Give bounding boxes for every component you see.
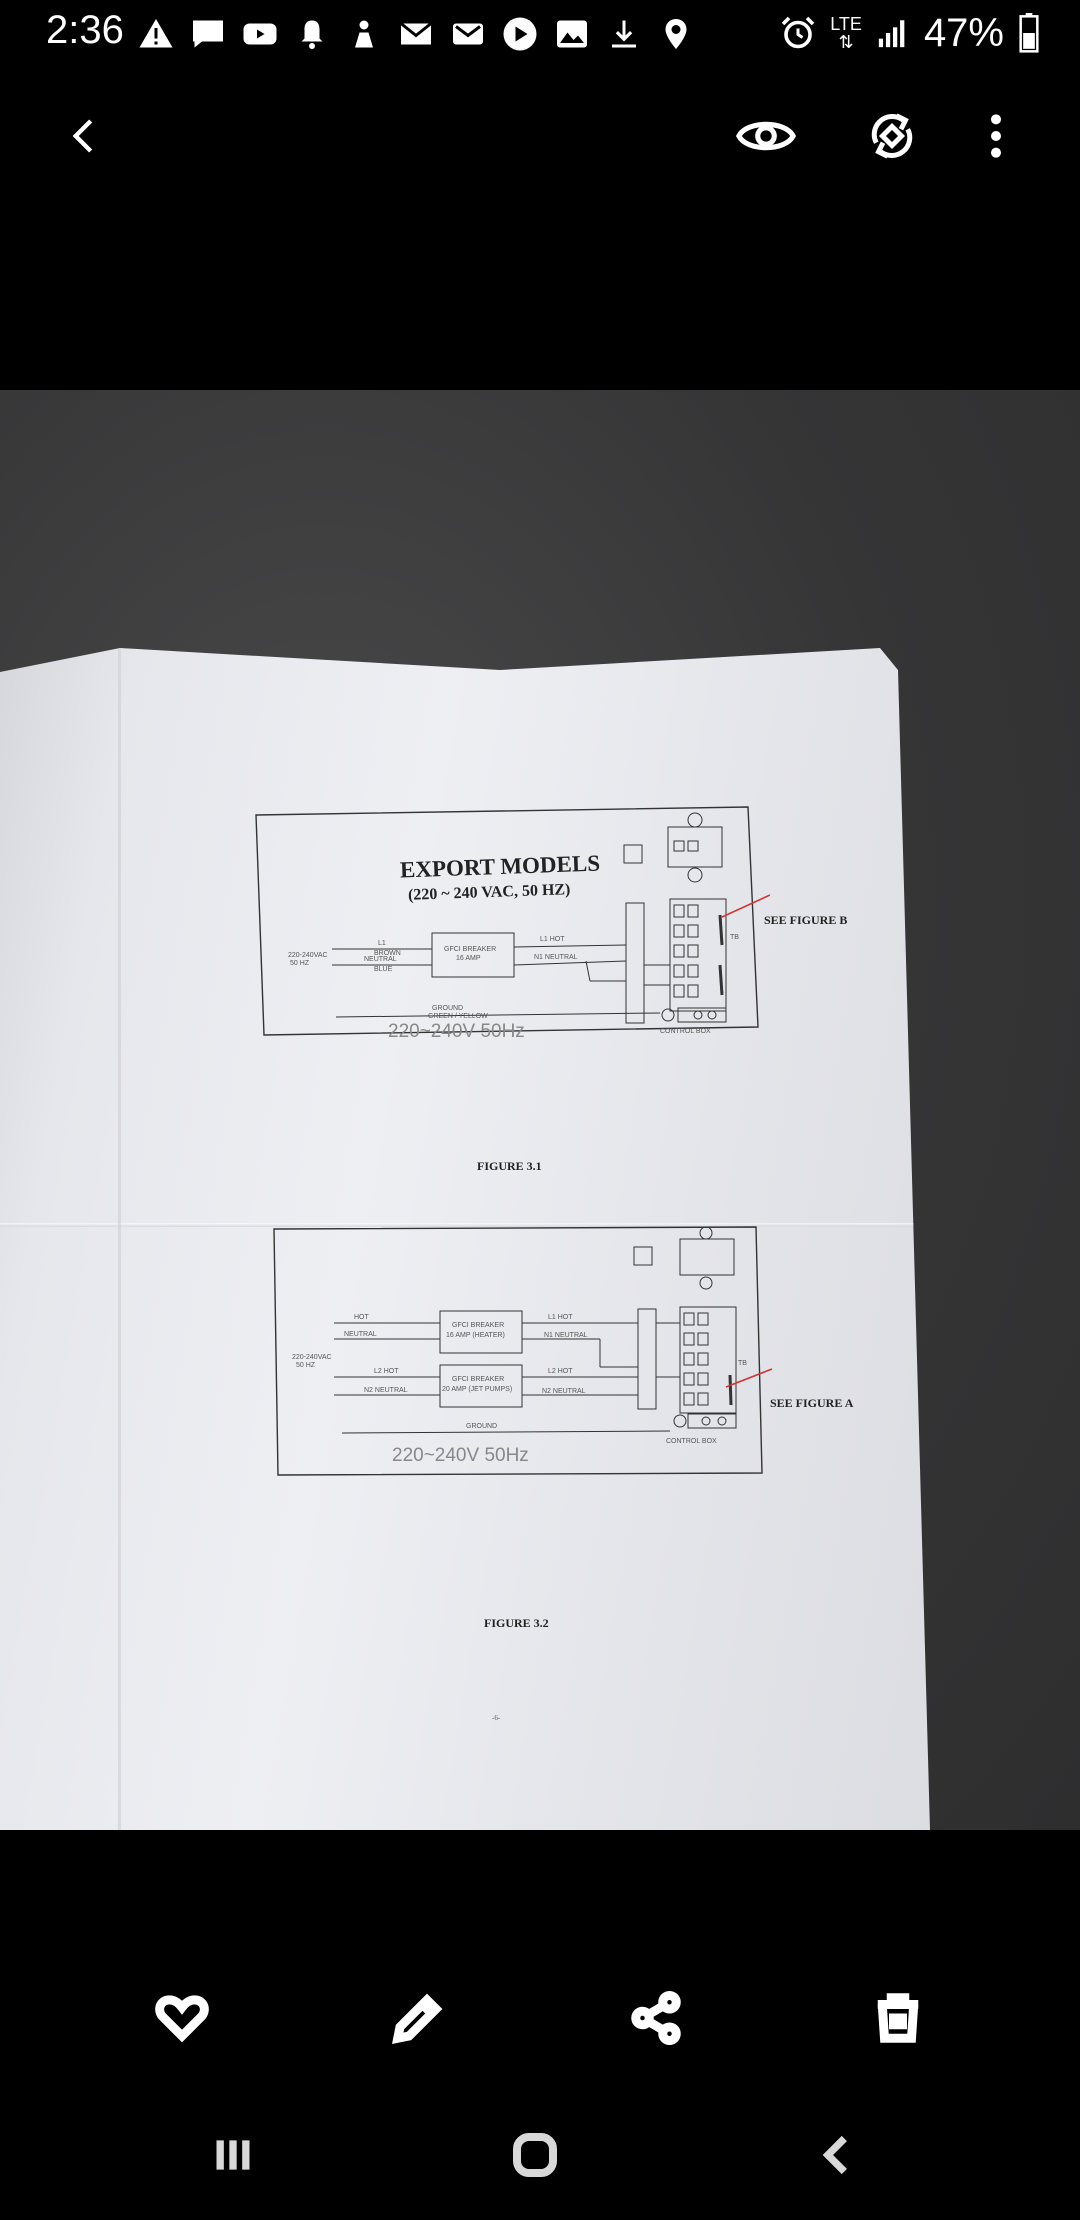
svg-text:TB: TB	[730, 934, 739, 941]
play-icon	[503, 17, 537, 51]
diagram-frame	[273, 1226, 763, 1476]
more-vertical-icon	[991, 114, 1001, 158]
edit-pencil-icon	[392, 1993, 443, 2044]
photo-viewer[interactable]: EXPORT MODELS (220 ~ 240 VAC, 50 HZ) L1 …	[0, 390, 1080, 1830]
callout-arrow	[725, 1368, 773, 1388]
recent-apps-button[interactable]	[188, 2120, 278, 2190]
status-right: LTE⇅ 47%	[780, 8, 1040, 58]
eye-icon	[735, 121, 797, 151]
svg-text:N1 NEUTRAL: N1 NEUTRAL	[544, 1332, 588, 1339]
back-arrow-icon	[72, 119, 93, 153]
trash-icon	[877, 1993, 919, 2043]
svg-text:TB: TB	[738, 1360, 747, 1367]
figure-3-1-caption: FIGURE 3.1	[477, 1159, 542, 1173]
svg-text:L1: L1	[378, 940, 386, 947]
recent-apps-icon	[216, 2140, 250, 2170]
svg-text:L2 HOT: L2 HOT	[374, 1368, 399, 1375]
mail-icon	[400, 22, 432, 45]
callout-see-figure-a: SEE FIGURE A	[770, 1396, 854, 1410]
wiring-diagram-figure-3-1: L1 BROWN NEUTRAL BLUE 220-240VAC 50 HZ G…	[255, 806, 770, 1042]
home-icon	[513, 2133, 557, 2177]
svg-text:NEUTRAL: NEUTRAL	[344, 1331, 377, 1338]
svg-text:220~240V 50Hz: 220~240V 50Hz	[388, 1021, 525, 1042]
svg-text:220~240V 50Hz: 220~240V 50Hz	[392, 1445, 529, 1466]
app-icon	[355, 20, 373, 48]
notification-icons	[138, 14, 694, 54]
rotate-icon	[871, 113, 913, 159]
svg-text:GFCI BREAKER: GFCI BREAKER	[452, 1376, 504, 1383]
svg-text:CONTROL BOX: CONTROL BOX	[660, 1028, 711, 1035]
svg-text:N2 NEUTRAL: N2 NEUTRAL	[364, 1387, 408, 1394]
svg-text:N1 NEUTRAL: N1 NEUTRAL	[534, 954, 578, 961]
svg-text:NEUTRAL: NEUTRAL	[364, 956, 397, 963]
svg-text:220-240VAC: 220-240VAC	[288, 952, 328, 959]
alert-icon	[139, 19, 173, 48]
message-icon	[193, 20, 223, 48]
svg-text:50 HZ: 50 HZ	[290, 960, 310, 967]
heart-icon	[155, 1995, 209, 2043]
system-back-button[interactable]	[792, 2120, 882, 2190]
svg-text:GREEN / YELLOW: GREEN / YELLOW	[428, 1013, 488, 1020]
edit-button[interactable]	[378, 1978, 458, 2058]
youtube-icon	[243, 23, 277, 45]
svg-text:20 AMP (JET PUMPS): 20 AMP (JET PUMPS)	[442, 1386, 512, 1393]
wiring-diagram-figure-3-2: HOT NEUTRAL L2 HOT N2 NEUTRAL 220-240VAC…	[273, 1226, 773, 1476]
bell-icon	[301, 20, 323, 49]
diagram-frame	[255, 806, 759, 1036]
home-button[interactable]	[490, 2120, 580, 2190]
svg-text:50 HZ: 50 HZ	[296, 1362, 316, 1369]
callout-see-figure-b: SEE FIGURE B	[764, 913, 848, 927]
svg-text:GFCI BREAKER: GFCI BREAKER	[444, 946, 496, 953]
alarm-icon	[781, 16, 815, 49]
back-icon	[822, 2135, 847, 2175]
svg-text:GFCI BREAKER: GFCI BREAKER	[452, 1322, 504, 1329]
page-number: -6-	[492, 1714, 501, 1722]
rotate-button[interactable]	[852, 96, 932, 176]
share-icon	[631, 1991, 681, 2045]
svg-text:CONTROL BOX: CONTROL BOX	[666, 1438, 717, 1445]
location-icon	[665, 19, 687, 49]
figure-3-2-caption: FIGURE 3.2	[484, 1616, 549, 1630]
gallery-icon	[557, 20, 587, 48]
svg-text:16 AMP (HEATER): 16 AMP (HEATER)	[446, 1332, 505, 1339]
callout-arrow	[721, 894, 770, 918]
more-options-button[interactable]	[956, 96, 1036, 176]
status-time: 2:36	[46, 8, 124, 52]
svg-text:L1 HOT: L1 HOT	[548, 1314, 573, 1321]
network-type: LTE⇅	[830, 14, 862, 52]
status-bar: 2:36 LTE⇅ 47%	[0, 0, 1080, 68]
battery-percent: 47%	[923, 10, 1004, 55]
download-icon	[612, 20, 636, 48]
svg-text:GROUND: GROUND	[466, 1423, 497, 1430]
svg-text:BLUE: BLUE	[374, 966, 393, 973]
back-button[interactable]	[44, 96, 124, 176]
svg-text:L2 HOT: L2 HOT	[548, 1368, 573, 1375]
battery-icon	[1019, 13, 1039, 53]
svg-text:220-240VAC: 220-240VAC	[292, 1354, 332, 1361]
top-bar	[0, 96, 1080, 176]
view-button[interactable]	[726, 96, 806, 176]
bottom-action-bar	[0, 1978, 1080, 2058]
svg-text:N2 NEUTRAL: N2 NEUTRAL	[542, 1388, 586, 1395]
favorite-button[interactable]	[142, 1978, 222, 2058]
paper-fold-vertical	[118, 648, 121, 1830]
svg-text:L1 HOT: L1 HOT	[540, 936, 565, 943]
signal-icon	[878, 20, 905, 48]
delete-button[interactable]	[858, 1978, 938, 2058]
svg-text:HOT: HOT	[354, 1314, 370, 1321]
share-button[interactable]	[616, 1978, 696, 2058]
navigation-bar	[0, 2120, 1080, 2190]
mail-alt-icon	[453, 23, 483, 45]
svg-text:16 AMP: 16 AMP	[456, 955, 481, 962]
document-paper	[0, 648, 930, 1830]
svg-text:GROUND: GROUND	[432, 1005, 463, 1012]
svg-text:BROWN: BROWN	[374, 950, 401, 957]
paper-fold	[0, 1223, 930, 1227]
